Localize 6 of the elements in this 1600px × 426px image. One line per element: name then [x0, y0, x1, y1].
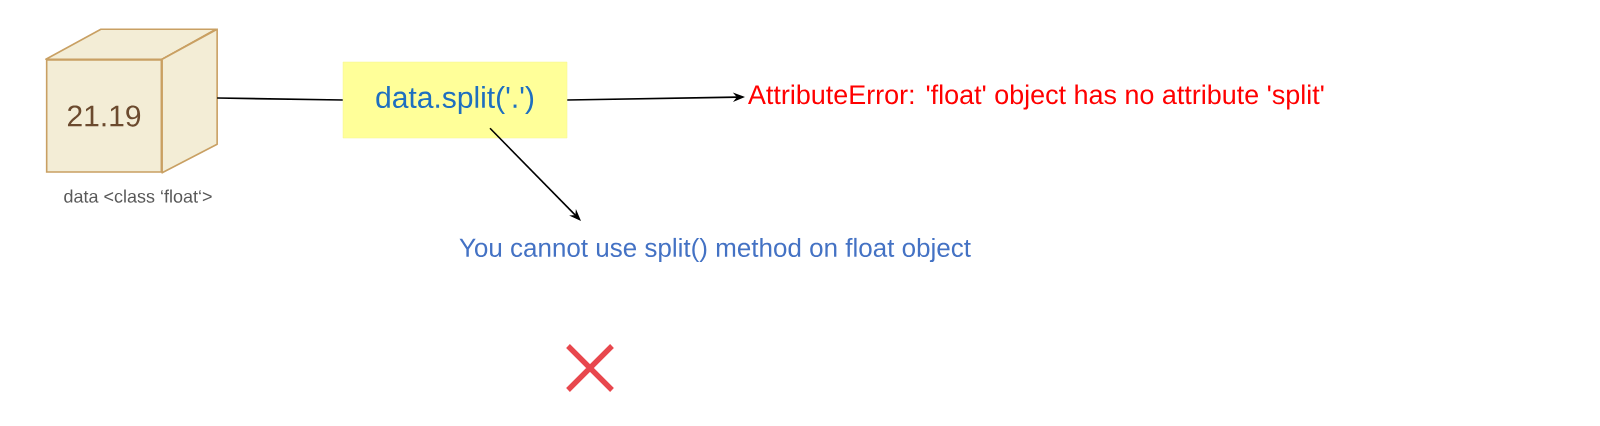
code-box: data.split('.'): [342, 61, 568, 139]
error-message: AttributeError: 'float' object has no attribute 'split': [748, 84, 1324, 110]
note-text: You cannot use split() method on float object: [459, 237, 971, 263]
cube-box: 21.19: [45, 28, 218, 174]
arrow: [489, 127, 581, 221]
caption-text: data <class ‘float‘>: [64, 189, 212, 203]
